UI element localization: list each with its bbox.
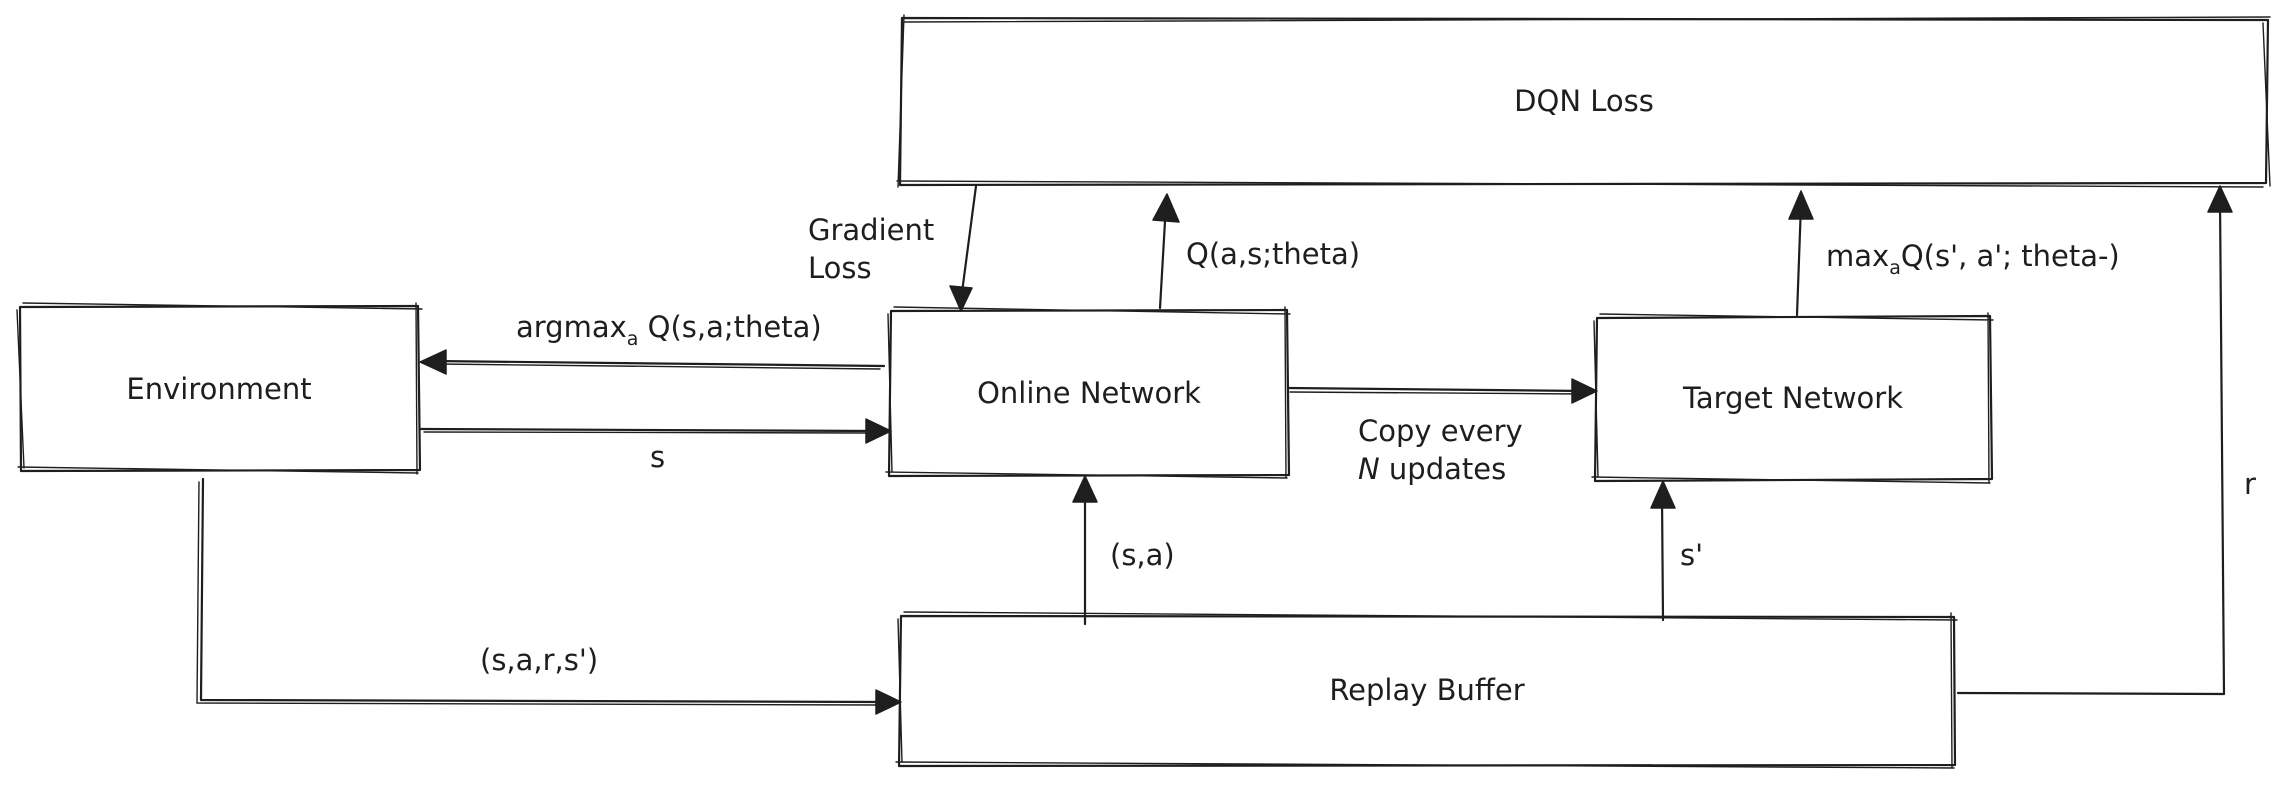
action-label: argmaxa Q(s,a;theta) [516, 310, 822, 350]
action-arrow [419, 349, 886, 375]
sample-sa-label: (s,a) [1110, 538, 1175, 572]
target-network-box[interactable]: Target Network [1591, 312, 1994, 484]
q-online-arrow [1152, 193, 1180, 310]
action-prefix: argmax [516, 310, 627, 344]
next-state-arrow [1650, 480, 1676, 622]
target-max-prefix: max [1826, 239, 1889, 273]
gradient-loss-arrow [949, 184, 978, 312]
action-rest: Q(s,a;theta) [638, 310, 821, 344]
q-online-label: Q(a,s;theta) [1186, 237, 1360, 271]
dqn-loss-label: DQN Loss [1514, 84, 1654, 118]
next-state-label: s' [1680, 538, 1703, 572]
replay-buffer-label: Replay Buffer [1329, 673, 1524, 707]
transition-arrow [196, 477, 902, 715]
copy-weights-arrow [1286, 378, 1598, 404]
online-network-label: Online Network [977, 376, 1201, 410]
transition-label: (s,a,r,s') [480, 643, 598, 677]
target-max-arrow [1788, 190, 1814, 317]
action-subscript: a [627, 328, 639, 350]
state-label: s [650, 440, 665, 474]
target-max-subscript: a [1889, 257, 1901, 279]
target-max-label: maxaQ(s', a'; theta-) [1826, 239, 2120, 279]
copy-label-line2: N updates [1358, 452, 1506, 486]
reward-label: r [2244, 467, 2256, 501]
environment-label: Environment [126, 372, 311, 406]
replay-buffer-box[interactable]: Replay Buffer [895, 611, 1958, 769]
copy-label-rest: updates [1380, 452, 1507, 486]
environment-box[interactable]: Environment [16, 302, 423, 475]
reward-arrow [1956, 185, 2233, 696]
copy-label-n: N [1358, 452, 1380, 486]
dqn-loss-box[interactable]: DQN Loss [896, 14, 2271, 188]
copy-label-line1: Copy every [1358, 414, 1523, 448]
state-arrow [418, 418, 892, 444]
online-network-box[interactable]: Online Network [885, 306, 1291, 479]
sample-sa-arrow [1072, 475, 1098, 626]
gradient-loss-label-line1: Gradient [808, 213, 934, 247]
target-network-label: Target Network [1682, 381, 1903, 415]
target-max-rest: Q(s', a'; theta-) [1901, 239, 2120, 273]
gradient-loss-label-line2: Loss [808, 251, 872, 285]
